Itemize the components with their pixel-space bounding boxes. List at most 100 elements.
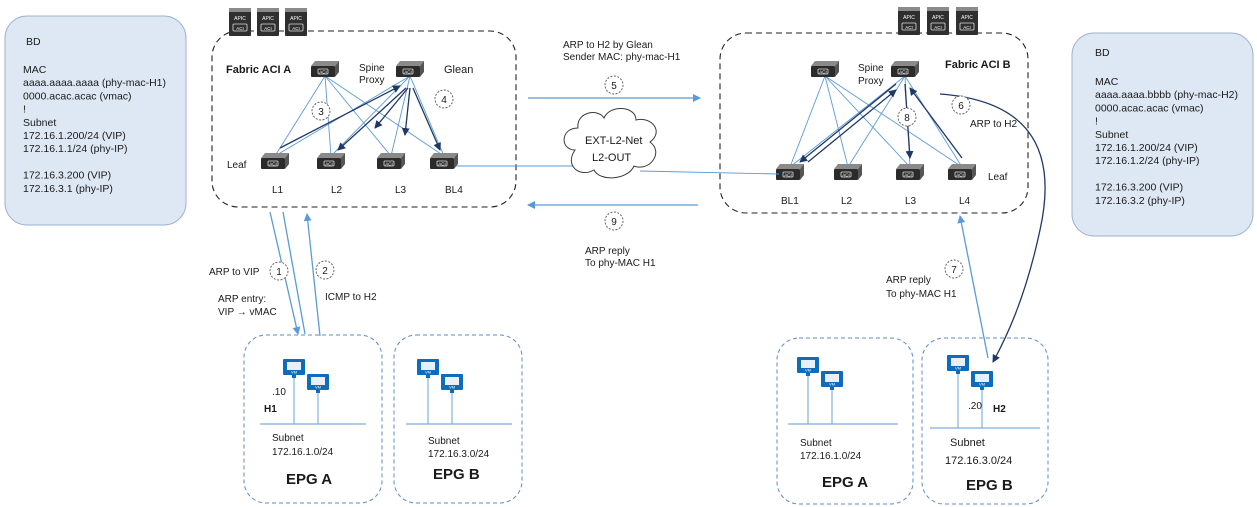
host-name: H2: [993, 404, 1006, 415]
icon-label: ACI: [292, 26, 300, 31]
bd-line: 172.16.1.200/24 (VIP): [23, 130, 126, 142]
step-2: 2: [322, 266, 328, 277]
host-name: H1: [264, 404, 277, 415]
icon-label: APIC: [932, 15, 944, 21]
bd-line: 0000.acac.acac (vmac): [1095, 102, 1204, 114]
epg-box-3: Subnet 172.16.1.0/24 EPG A VM VM: [776, 337, 914, 505]
icon-label: ACI: [963, 25, 971, 30]
leaf-a-l3-label: L3: [395, 185, 407, 196]
epg-name: EPG B: [433, 466, 480, 483]
step-circles: [269, 75, 971, 281]
vm-icon: [971, 371, 993, 390]
ext-l2-cloud-icon: [563, 108, 657, 179]
bd-line: aaaa.aaaa.aaaa (phy-mac-H1): [23, 77, 166, 89]
icon-label: ACI: [956, 173, 964, 178]
host-ip: .10: [272, 387, 286, 398]
leaf-a-l2-label: L2: [331, 185, 343, 196]
epg-subnet: 172.16.1.0/24: [800, 451, 862, 462]
epg-name: EPG B: [966, 477, 1013, 494]
icon-label: ACI: [438, 162, 446, 167]
bd-line: 0000.acac.acac (vmac): [23, 90, 132, 102]
l2-out-link-b: [639, 170, 780, 175]
icon-label: ACI: [819, 70, 827, 75]
icon-label: APIC: [961, 15, 973, 21]
fabric-a-flows: [279, 85, 441, 151]
bd-line: !: [23, 104, 26, 116]
icon-label: VM: [315, 385, 321, 390]
fabric-a-links: [274, 75, 445, 157]
bd-line: aaaa.aaaa.bbbb (phy-mac-H2): [1095, 89, 1238, 101]
fabric-b-flows: [799, 83, 963, 163]
bd-line: 172.16.3.200 (VIP): [23, 170, 111, 182]
bd-line: MAC: [1095, 76, 1119, 88]
bd-line: Subnet: [1095, 129, 1128, 141]
step-8: 8: [904, 113, 910, 124]
step-4: 4: [441, 95, 447, 106]
icon-label: APIC: [234, 16, 246, 22]
icon-label: APIC: [262, 16, 274, 22]
step-7: 7: [951, 265, 957, 276]
vm-icon: [307, 374, 329, 393]
leaf-a-l1-label: L1: [272, 185, 284, 196]
icon-label: ACI: [842, 173, 850, 178]
glean-msg-1: ARP to H2 by Glean: [563, 40, 653, 51]
arp-entry-label-1: ARP entry:: [218, 294, 266, 305]
icon-label: ACI: [905, 25, 913, 30]
arp-reply-right-1: ARP reply: [886, 275, 931, 286]
icon-label: VM: [805, 368, 811, 373]
epg-subnet-label: Subnet: [950, 437, 985, 449]
bd-line: 172.16.3.200 (VIP): [1095, 182, 1183, 194]
step-5: 5: [611, 81, 617, 92]
arp-entry-label-2: VIP → vMAC: [218, 307, 277, 318]
fabric-b-spine-proxy-1: Spine: [858, 63, 884, 74]
leaf-b-bl1-label: BL1: [781, 196, 799, 207]
fabric-b-name: Fabric ACI B: [945, 59, 1011, 71]
bd-line: !: [1095, 116, 1098, 128]
glean-msg-2: Sender MAC: phy-mac-H1: [563, 52, 681, 63]
epg-subnet-label: Subnet: [800, 438, 832, 449]
bd-line: Subnet: [23, 117, 56, 129]
leaf-b-l3-label: L3: [905, 196, 917, 207]
step-9: 9: [611, 217, 617, 228]
arp-to-vip-label: ARP to VIP: [209, 267, 260, 278]
epg-name: EPG A: [822, 474, 868, 491]
vm-icon: [947, 355, 969, 374]
arp-to-h2-label: ARP to H2: [970, 119, 1017, 130]
arp-reply-mid-1: ARP reply: [585, 246, 630, 257]
fabric-b-box: [719, 32, 1029, 214]
bd-line: 172.16.1.2/24 (phy-IP): [1095, 155, 1199, 167]
flow-7-arrow: [957, 215, 989, 359]
fabric-a-name: Fabric ACI A: [226, 64, 291, 76]
icon-label: ACI: [904, 173, 912, 178]
arp-reply-right-2: To phy-MAC H1: [886, 289, 957, 300]
epg-subnet: 172.16.3.0/24: [428, 449, 490, 460]
icon-label: ACI: [325, 162, 333, 167]
cloud-label-1: EXT-L2-Net: [585, 135, 642, 147]
fabric-a-spine-proxy-2: Proxy: [359, 75, 385, 86]
epg-subnet: 172.16.1.0/24: [272, 447, 334, 458]
icon-label: VM: [425, 370, 431, 375]
vm-icon: [821, 371, 843, 390]
flow-1b-arrow: [282, 211, 306, 335]
leaf-b-l2-label: L2: [841, 196, 853, 207]
icon-label: ACI: [319, 70, 327, 75]
icon-label: ACI: [934, 25, 942, 30]
icon-label: ACI: [236, 26, 244, 31]
bd-line: MAC: [23, 64, 47, 76]
vm-icon: [417, 359, 439, 378]
epg-subnet: 172.16.3.0/24: [945, 455, 1012, 467]
epg-subnet-label: Subnet: [272, 433, 304, 444]
arp-reply-mid-2: To phy-MAC H1: [585, 258, 656, 269]
flow-2-arrow: [303, 213, 321, 337]
icon-label: VM: [829, 382, 835, 387]
bd-left-title: BD: [26, 36, 41, 48]
